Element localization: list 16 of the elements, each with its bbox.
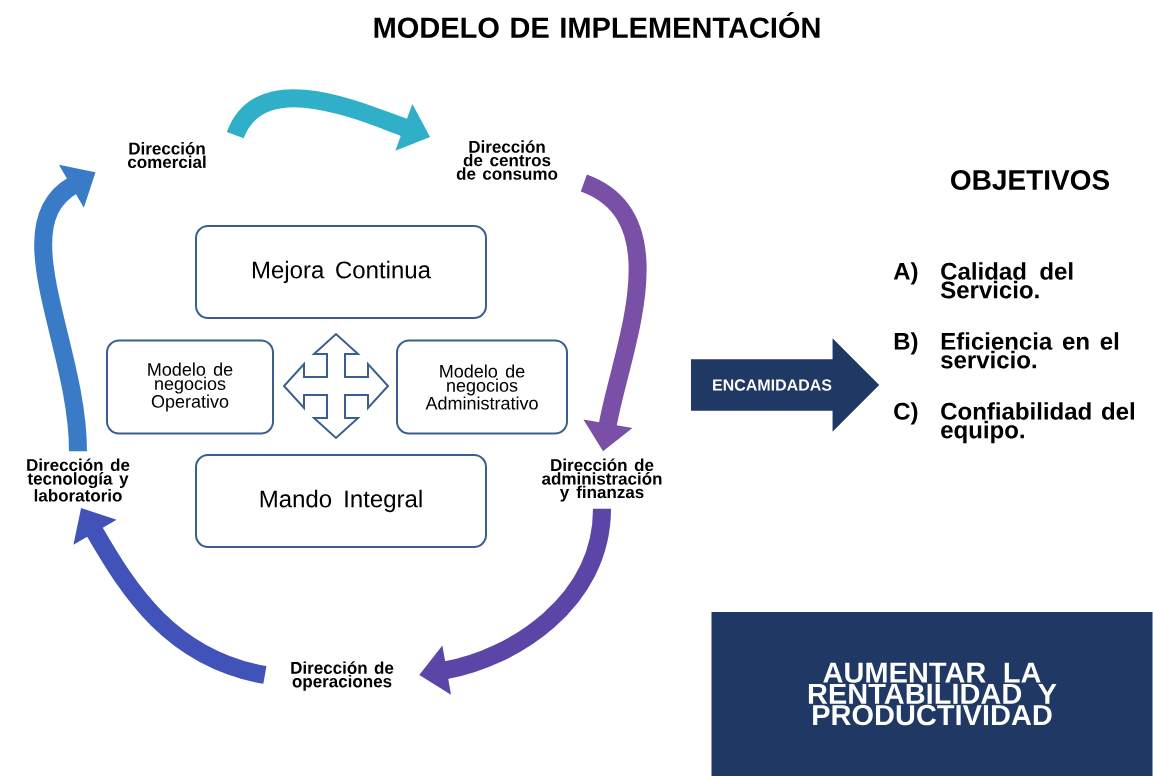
department-label: Dirección de tecnología y laboratorio (27, 458, 130, 502)
list-item: Eficiencia en el servicio. (941, 332, 1119, 369)
department-label: Dirección de administración y finanzas (542, 458, 662, 502)
goal-banner: AUMENTAR LA RENTABILIDAD Y PRODUCTIVIDAD (711, 612, 1153, 776)
rounded-box: Mejora Continua (195, 225, 487, 319)
department-label: Dirección de operaciones (291, 661, 394, 691)
rounded-box: Modelo de negocios Operativo (106, 339, 274, 435)
rounded-box: Mando Integral (195, 454, 487, 548)
title: MODELO DE IMPLEMENTACIÓN (374, 12, 820, 38)
list-marker: A) (893, 262, 918, 285)
rounded-box: Modelo de negocios Administrativo (396, 339, 568, 435)
department-label: Dirección de centros de consumo (456, 140, 558, 180)
heading: OBJETIVOS (951, 170, 1110, 190)
list-item: Calidad del Servicio. (940, 262, 1073, 299)
list-item: Confiabilidad del equipo. (941, 402, 1134, 444)
department-label: Dirección comercial (127, 141, 206, 169)
